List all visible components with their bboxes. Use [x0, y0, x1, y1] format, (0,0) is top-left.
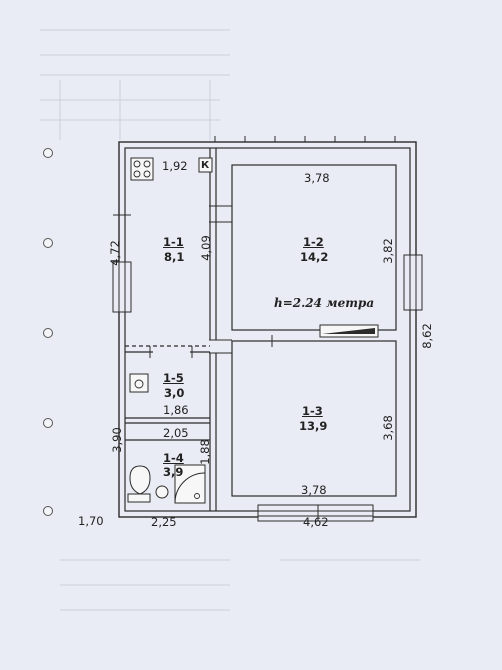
washbasin [155, 485, 169, 499]
room-area-1-2: 14,2 [300, 250, 329, 264]
room-code-1-5: 1-5 [163, 371, 184, 385]
windows [112, 254, 423, 522]
dim-kitchen-side: 4,72 [107, 240, 122, 266]
room-area-1-1: 8,1 [164, 250, 185, 264]
room-area-1-3: 13,9 [299, 419, 328, 433]
radiator [319, 324, 379, 338]
room-area-1-4: 3,9 [163, 465, 184, 479]
room-code-1-4: 1-4 [163, 451, 184, 465]
dim-wc-top: 2,05 [163, 426, 189, 440]
dim-kitchen-inner: 4,09 [198, 235, 213, 261]
dim-room13-bottom: 3,78 [301, 483, 327, 497]
dim-kitchen-top: 1,92 [162, 159, 188, 173]
sink [129, 373, 149, 393]
dim-room13-side: 3,68 [380, 415, 395, 441]
room-area-1-5: 3,0 [164, 386, 185, 400]
dim-bath-top: 1,86 [163, 403, 189, 417]
shower [174, 464, 206, 504]
dim-wc-side: 1,88 [197, 439, 212, 465]
boiler-box [198, 157, 213, 173]
boiler-mark: К [201, 160, 210, 171]
dim-bottom-right: 4,62 [303, 515, 329, 529]
room-code-1-3: 1-3 [302, 404, 323, 418]
top-wall-hatching [214, 136, 396, 142]
dim-bottom-left: 1,70 [78, 514, 104, 528]
door-marks [113, 205, 273, 358]
binder-holes [43, 148, 53, 516]
stove [130, 157, 154, 181]
dim-room12-top: 3,78 [304, 171, 330, 185]
ceiling-height-note: h=2.24 метра [274, 296, 375, 310]
dim-room12-side: 3,82 [380, 238, 395, 264]
dim-left-total: 3,90 [109, 427, 124, 453]
dim-bottom-mid: 2,25 [151, 515, 177, 529]
toilet [127, 465, 151, 503]
dim-right-total: 8,62 [419, 323, 434, 349]
interior-walls [125, 148, 397, 511]
background-form-lines [40, 29, 420, 611]
room-code-1-1: 1-1 [163, 235, 184, 249]
room-code-1-2: 1-2 [303, 235, 324, 249]
